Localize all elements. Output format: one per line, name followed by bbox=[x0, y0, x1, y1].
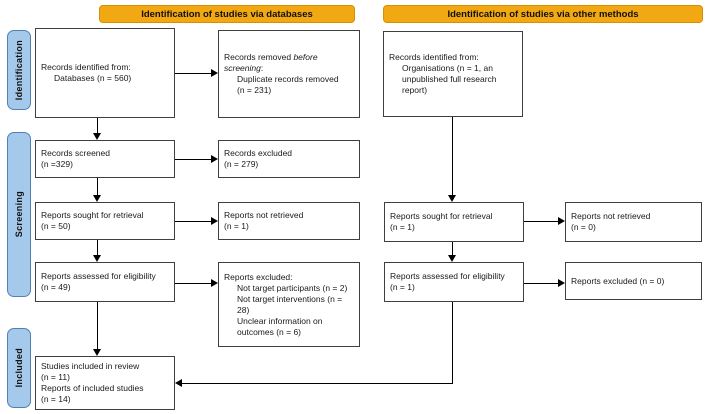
box-studies-included: Studies included in review (n = 11) Repo… bbox=[35, 356, 175, 410]
arrow-identified-to-removed-line bbox=[175, 73, 211, 74]
arrow-assessed-to-excluded-line bbox=[175, 283, 211, 284]
box-text-line: (n = 1) bbox=[224, 221, 249, 231]
stage-label-included: Included bbox=[7, 328, 31, 408]
arrow-sought-to-notretrieved-line bbox=[175, 221, 211, 222]
box-text-line: Records identified from: bbox=[389, 52, 479, 62]
stage-label-identification: Identification bbox=[7, 30, 31, 110]
arrow-other-assessed-to-excluded-line bbox=[524, 283, 558, 284]
stage-identification-text: Identification bbox=[14, 39, 24, 101]
box-text-line: Studies included in review bbox=[41, 361, 140, 371]
box-text-line: 28) bbox=[237, 304, 250, 315]
box-text-line: Records removed before bbox=[224, 52, 318, 62]
box-text-line: Reports assessed for eligibility bbox=[41, 271, 156, 281]
box-text-line: Reports sought for retrieval bbox=[41, 210, 144, 220]
arrow-assessed-to-included-head bbox=[93, 349, 101, 356]
box-text-line: Records screened bbox=[41, 148, 110, 158]
arrow-other-sought-to-notretrieved-head bbox=[558, 217, 565, 225]
box-text-line: (n = 231) bbox=[237, 85, 272, 95]
box-reports-sought-other: Reports sought for retrieval (n = 1) bbox=[384, 202, 524, 242]
box-records-excluded: Records excluded (n = 279) bbox=[218, 140, 360, 178]
box-records-identified-other: Records identified from: Organisations (… bbox=[383, 31, 523, 117]
arrow-other-sought-to-assessed-head bbox=[448, 255, 456, 262]
box-reports-not-retrieved-other: Reports not retrieved (n = 0) bbox=[565, 202, 702, 242]
box-text-line: Reports sought for retrieval bbox=[390, 211, 493, 221]
box-text-line: Records identified from: bbox=[41, 62, 131, 72]
elbow-other-to-included-horizontal bbox=[182, 383, 453, 384]
arrow-assessed-to-included-line bbox=[97, 302, 98, 349]
arrow-other-sought-to-notretrieved-line bbox=[524, 221, 558, 222]
box-text-line: (n = 1) bbox=[390, 222, 415, 232]
box-text-line: (n = 14) bbox=[41, 394, 71, 404]
arrow-sought-to-assessed-head bbox=[93, 255, 101, 262]
box-text-line: Unclear information on bbox=[237, 315, 323, 326]
elbow-other-to-included-head bbox=[175, 379, 182, 387]
header-databases: Identification of studies via databases bbox=[99, 5, 355, 23]
arrow-other-identified-to-sought-line bbox=[452, 117, 453, 195]
arrow-screened-to-excluded-line bbox=[175, 159, 211, 160]
elbow-other-to-included-vertical bbox=[452, 302, 453, 384]
stage-included-text: Included bbox=[14, 348, 24, 388]
box-reports-excluded-reasons: Reports excluded: Not target participant… bbox=[218, 262, 360, 347]
arrow-sought-to-notretrieved-head bbox=[211, 217, 218, 225]
box-text-line: report) bbox=[402, 85, 428, 95]
header-databases-label: Identification of studies via databases bbox=[141, 8, 313, 20]
arrow-screened-to-sought-head bbox=[93, 195, 101, 202]
box-text-line: outcomes (n = 6) bbox=[237, 326, 302, 337]
box-text-line: Organisations (n = 1, an bbox=[402, 63, 493, 73]
box-text-line: Databases (n = 560) bbox=[54, 73, 132, 83]
box-text-line: Reports of included studies bbox=[41, 383, 144, 393]
box-text-line: (n =329) bbox=[41, 159, 73, 169]
box-reports-assessed-other: Reports assessed for eligibility (n = 1) bbox=[384, 262, 524, 302]
box-text-line: screening: bbox=[224, 63, 264, 73]
stage-screening-text: Screening bbox=[14, 191, 24, 238]
arrow-identified-to-screened-line bbox=[97, 118, 98, 133]
arrow-other-identified-to-sought-head bbox=[448, 195, 456, 202]
box-text-line: (n = 1) bbox=[390, 282, 415, 292]
header-other-methods-label: Identification of studies via other meth… bbox=[447, 8, 639, 20]
box-records-removed-before-screening: Records removed before screening: Duplic… bbox=[218, 30, 360, 118]
arrow-screened-to-sought-line bbox=[97, 178, 98, 195]
box-text-line: Reports not retrieved bbox=[571, 211, 651, 221]
box-text-line: Not target participants (n = 2) bbox=[237, 282, 348, 293]
box-records-identified-databases: Records identified from: Databases (n = … bbox=[35, 28, 175, 118]
box-text-line: Reports assessed for eligibility bbox=[390, 271, 505, 281]
box-text-line: Reports excluded: bbox=[224, 271, 293, 282]
arrow-identified-to-removed-head bbox=[211, 69, 218, 77]
box-text-line: unpublished full research bbox=[402, 74, 497, 84]
box-text-line: (n = 50) bbox=[41, 221, 71, 231]
stage-label-screening: Screening bbox=[7, 132, 31, 297]
box-text-line: Duplicate records removed bbox=[237, 74, 339, 84]
box-reports-excluded-other: Reports excluded (n = 0) bbox=[565, 262, 702, 300]
arrow-sought-to-assessed-line bbox=[97, 240, 98, 255]
box-text-line: (n = 0) bbox=[571, 222, 596, 232]
box-text-line: Records excluded bbox=[224, 148, 293, 158]
arrow-other-sought-to-assessed-line bbox=[452, 242, 453, 255]
box-records-screened: Records screened (n =329) bbox=[35, 140, 175, 178]
arrow-identified-to-screened-head bbox=[93, 133, 101, 140]
box-reports-assessed-databases: Reports assessed for eligibility (n = 49… bbox=[35, 262, 175, 302]
box-text-line: Not target interventions (n = bbox=[237, 293, 343, 304]
box-text-line: Reports excluded (n = 0) bbox=[571, 275, 665, 286]
arrow-screened-to-excluded-head bbox=[211, 155, 218, 163]
box-text-line: (n = 49) bbox=[41, 282, 71, 292]
box-text-line: Reports not retrieved bbox=[224, 210, 304, 220]
box-reports-sought-databases: Reports sought for retrieval (n = 50) bbox=[35, 202, 175, 240]
arrow-assessed-to-excluded-head bbox=[211, 279, 218, 287]
arrow-other-assessed-to-excluded-head bbox=[558, 279, 565, 287]
header-other-methods: Identification of studies via other meth… bbox=[383, 5, 703, 23]
box-reports-not-retrieved-databases: Reports not retrieved (n = 1) bbox=[218, 202, 360, 240]
box-text-line: (n = 11) bbox=[41, 372, 70, 382]
box-text-line: (n = 279) bbox=[224, 159, 259, 169]
